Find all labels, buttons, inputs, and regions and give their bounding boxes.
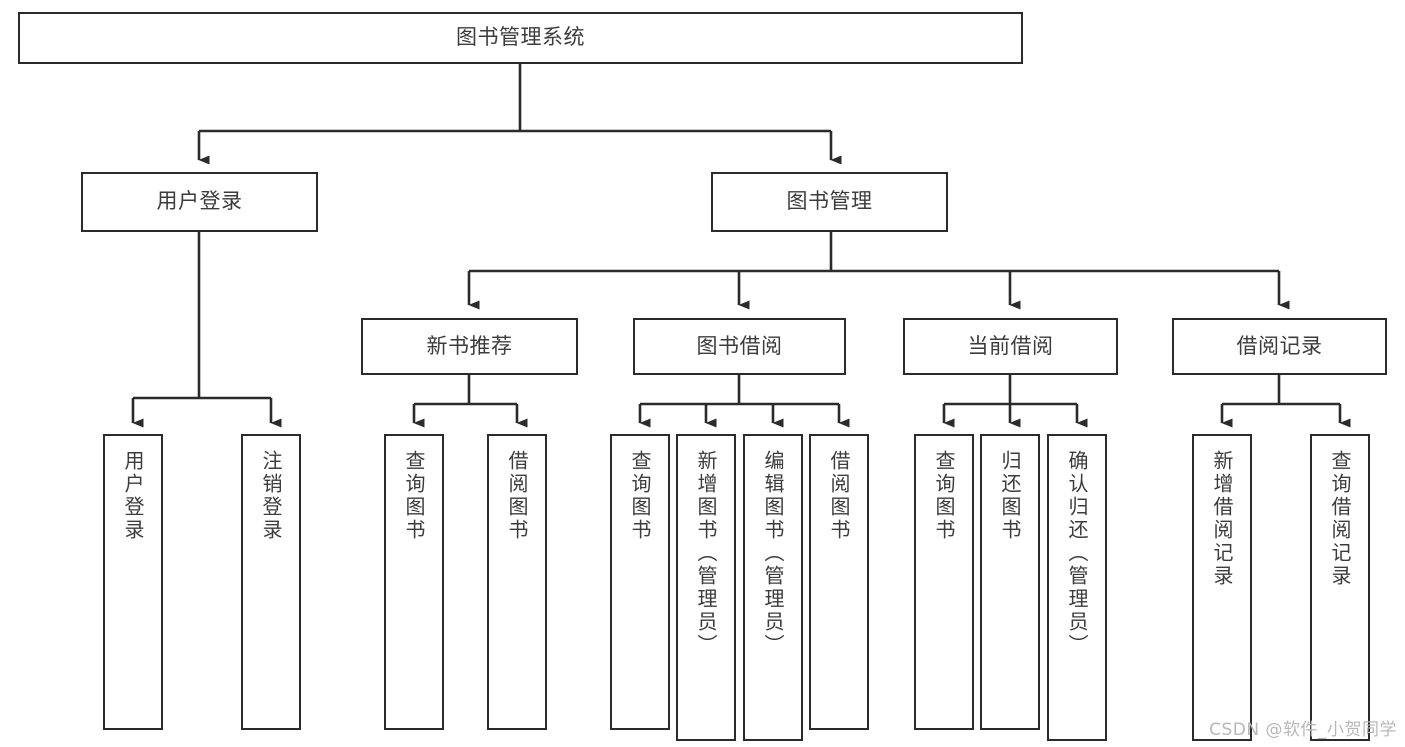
node-label: 当前借阅 [967,333,1054,358]
node-book-management[interactable]: 图书管理 [711,172,948,232]
node-user-login[interactable]: 用户登录 [81,172,318,232]
node-label: 注销登录 [259,450,283,542]
node-label: 确认归还（管理员） [1065,450,1089,657]
node-label: 查询图书 [932,450,956,542]
leaf-book-borrow-lend[interactable]: 借阅图书 [809,434,869,730]
node-label: 用户登录 [156,189,243,214]
node-label: 新增图书（管理员） [694,450,718,657]
node-root-system[interactable]: 图书管理系统 [18,12,1023,64]
node-book-borrow[interactable]: 图书借阅 [633,318,846,375]
leaf-user-login-signin[interactable]: 用户登录 [103,434,163,730]
node-label: 借阅图书 [505,450,529,542]
node-label: 编辑图书（管理员） [761,450,785,657]
leaf-user-login-signout[interactable]: 注销登录 [241,434,301,730]
leaf-borrow-record-add[interactable]: 新增借阅记录 [1192,434,1252,741]
node-label: 图书管理 [786,189,873,214]
leaf-book-borrow-add[interactable]: 新增图书（管理员） [676,434,736,741]
node-label: 新书推荐 [426,333,513,358]
node-label: 借阅记录 [1236,333,1323,358]
node-current-borrow[interactable]: 当前借阅 [903,318,1118,375]
leaf-book-borrow-query[interactable]: 查询图书 [610,434,670,730]
node-label: 查询借阅记录 [1328,450,1352,588]
node-label: 用户登录 [121,450,145,542]
node-new-book-recommend[interactable]: 新书推荐 [361,318,578,375]
node-label: 图书借阅 [696,333,783,358]
node-label: 借阅图书 [827,450,851,542]
node-label: 归还图书 [998,450,1022,542]
leaf-book-borrow-edit[interactable]: 编辑图书（管理员） [743,434,803,741]
leaf-current-borrow-confirm-return[interactable]: 确认归还（管理员） [1047,434,1107,741]
node-borrow-record[interactable]: 借阅记录 [1172,318,1387,375]
node-label: 新增借阅记录 [1210,450,1234,588]
leaf-new-book-query[interactable]: 查询图书 [384,434,444,730]
node-label: 查询图书 [628,450,652,542]
leaf-current-borrow-return[interactable]: 归还图书 [980,434,1040,730]
node-label: 查询图书 [402,450,426,542]
leaf-current-borrow-query[interactable]: 查询图书 [914,434,974,730]
node-label: 图书管理系统 [456,25,585,50]
leaf-new-book-borrow[interactable]: 借阅图书 [487,434,547,730]
leaf-borrow-record-query[interactable]: 查询借阅记录 [1310,434,1370,741]
